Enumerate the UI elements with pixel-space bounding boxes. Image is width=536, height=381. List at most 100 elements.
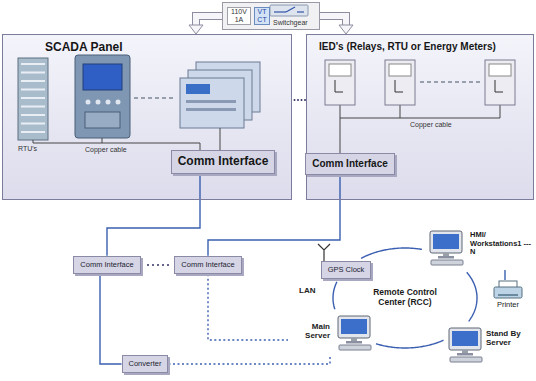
- component-label: RTU's: [18, 145, 37, 152]
- relay-icon: [385, 60, 415, 105]
- block-arrow-body: [320, 16, 346, 25]
- relay-icon: [335, 80, 343, 92]
- continuation-dots: [147, 99, 306, 266]
- connector: [320, 16, 353, 34]
- connector-line: [504, 270, 505, 280]
- connector: [467, 272, 477, 321]
- continuation-dots: [167, 264, 169, 266]
- switchgear-symbol: [286, 7, 295, 12]
- rtu-rack: [18, 58, 48, 140]
- printer-node: Printer: [484, 280, 532, 312]
- cable-label: Copper cable: [410, 121, 452, 128]
- copper-cable: [340, 105, 341, 154]
- rtu-cards: [186, 100, 236, 103]
- relay-icon: [389, 64, 411, 76]
- rtu-cards: [186, 84, 210, 94]
- copper-cable: [220, 128, 221, 152]
- rtu-device: [106, 100, 111, 105]
- panel-ground: [2, 2, 534, 200]
- block-arrow-outline: [196, 16, 222, 25]
- rack-slots: [21, 97, 45, 99]
- rack-slots: [21, 114, 45, 116]
- clock-box: GPS Clock: [321, 261, 372, 280]
- node-label: HMI/ Workstations1 --- N: [470, 231, 534, 257]
- connector: [107, 174, 200, 256]
- network-label: LAN: [299, 286, 315, 295]
- copper-cable: [500, 105, 501, 118]
- relay-icon: [489, 64, 511, 76]
- panel-ground: [222, 2, 320, 30]
- connector-line: [208, 175, 340, 256]
- connector: [208, 175, 340, 256]
- continuation-dots: [162, 264, 164, 266]
- connector: [333, 282, 337, 310]
- node-label: Stand By Server: [486, 329, 534, 347]
- node-label: GPS Clock: [328, 266, 365, 275]
- connector: [505, 270, 506, 280]
- panel-box: IED's (Relays, RTU or Energy Meters)Comm…: [306, 34, 534, 200]
- copper-cable: [340, 118, 500, 119]
- workstation-node: HMI/ Workstations1 --- N: [425, 228, 534, 270]
- copper-cable: [400, 105, 401, 118]
- continuation-dashes: [134, 97, 176, 98]
- antenna-symbol: [318, 244, 330, 261]
- panel-box: SCADA PanelComm Interface: [2, 34, 292, 200]
- rtu-device: [75, 55, 130, 138]
- connector: [208, 274, 288, 340]
- rtu-rack: [18, 58, 48, 140]
- connector-line: [376, 340, 443, 348]
- server-node: Stand By Server: [446, 324, 534, 370]
- transformer-label: VT CT: [254, 7, 270, 24]
- switchgear-symbol: [270, 5, 308, 16]
- node-label: Main Server: [288, 322, 330, 340]
- panel-ground: [2, 34, 292, 200]
- interface-box: Comm Interface: [305, 153, 395, 175]
- rating-text: 110V 1A: [227, 7, 251, 24]
- computer-icon: [430, 231, 463, 265]
- connector-line: [208, 274, 288, 340]
- rack-slots: [21, 64, 45, 132]
- relay-icon: [495, 80, 503, 92]
- source-box: 110V 1AVT CTSwitchgear: [222, 2, 320, 30]
- connector-line: [100, 274, 122, 364]
- node-label: Printer: [484, 301, 532, 310]
- node-label: Converter: [129, 360, 162, 369]
- relay-icon: [485, 60, 515, 105]
- connector-line: [467, 272, 477, 321]
- continuation-dots: [147, 264, 149, 266]
- block-arrow-outline: [320, 16, 346, 25]
- arrow-head: [339, 25, 353, 34]
- continuation-dots: [301, 99, 303, 101]
- continuation-dots: [152, 264, 154, 266]
- block-arrow-body: [196, 16, 222, 25]
- rtu-device: [96, 100, 101, 105]
- rack-slots: [21, 106, 45, 108]
- continuation-dashes: [420, 81, 480, 82]
- rack-slots: [21, 72, 45, 74]
- node-label: Comm Interface: [181, 261, 234, 270]
- continuation-dots: [294, 99, 296, 101]
- rtu-device: [85, 112, 120, 128]
- connector-line: [361, 248, 422, 258]
- interface-box: Comm Interface: [171, 150, 276, 174]
- server-node: Main Server: [288, 312, 374, 356]
- rtu-device: [116, 100, 121, 105]
- switchgear-label: Switchgear: [273, 6, 308, 26]
- node-label: Comm Interface: [312, 158, 388, 170]
- relay-icon: [329, 64, 351, 76]
- connector: [189, 16, 222, 34]
- continuation-dots: [297, 99, 299, 101]
- connector: [100, 274, 122, 364]
- continuation-dots: [157, 264, 159, 266]
- connector: [361, 248, 422, 258]
- interface-box: Comm Interface: [73, 256, 140, 275]
- printer-icon: [494, 281, 522, 298]
- interface-box: Comm Interface: [174, 256, 241, 275]
- rtu-device: [83, 64, 122, 90]
- continuation-dashes: [134, 82, 480, 98]
- connector-line: [333, 282, 337, 310]
- rack-slots: [21, 131, 45, 133]
- node-label: Comm Interface: [80, 261, 133, 270]
